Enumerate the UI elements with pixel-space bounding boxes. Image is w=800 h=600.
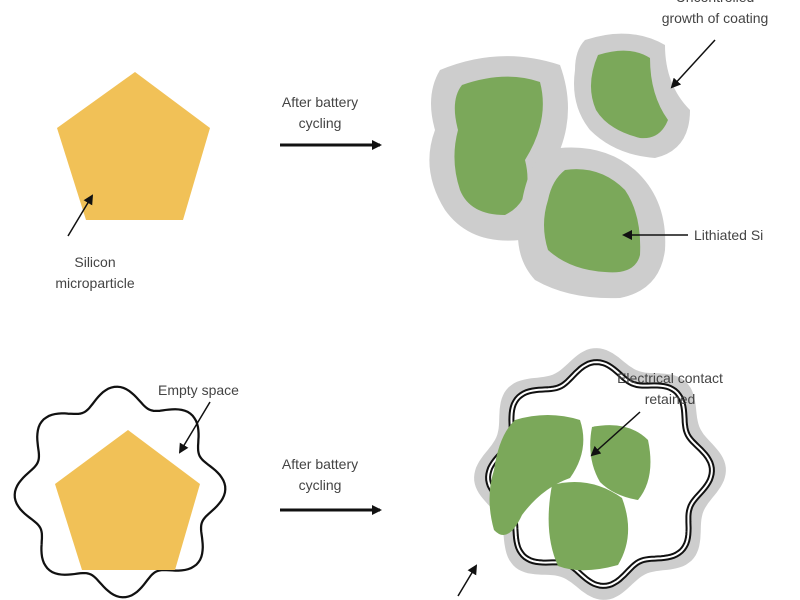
process-label-bottom-line2: cycling (298, 477, 342, 493)
empty-space-pointer-arrow (178, 401, 211, 454)
cracked-particle-2 (574, 33, 690, 158)
lithiated-contained-particles (489, 415, 651, 571)
particle-label-line2: microparticle (55, 275, 135, 291)
particle-pointer-arrow (67, 194, 94, 237)
particle-label: Silicon microparticle (40, 252, 150, 294)
contact-label-line1: Electrical contact (617, 370, 723, 386)
empty-space-label: Empty space (158, 382, 239, 398)
contact-pointer-arrow (590, 411, 641, 457)
lithiated-label: Lithiated Si (694, 227, 764, 243)
process-label-bottom: After battery cycling (260, 454, 380, 496)
shell-gap (487, 361, 713, 587)
particle-label-line1: Silicon (74, 254, 116, 270)
contact-label-line2: retained (644, 391, 696, 407)
coating-label-line2: growth of coating (661, 10, 769, 26)
cracked-particle-3 (517, 147, 666, 299)
coating-pointer-arrow-bottom (457, 564, 478, 597)
silicon-microparticle (57, 72, 210, 220)
process-label-bottom-line1: After battery (281, 456, 359, 472)
silicon-microparticle-in-shell (55, 430, 200, 570)
process-label-top: After battery cycling (260, 92, 380, 134)
contact-label: Electrical contact retained (590, 368, 750, 410)
coating-pointer-arrow (670, 39, 716, 89)
process-label-top-line1: After battery (281, 94, 359, 110)
coating-label-line1: Uncontrolled (640, 0, 790, 8)
process-label-top-line2: cycling (298, 115, 342, 131)
coating-label: Uncontrolled growth of coating (640, 0, 790, 29)
